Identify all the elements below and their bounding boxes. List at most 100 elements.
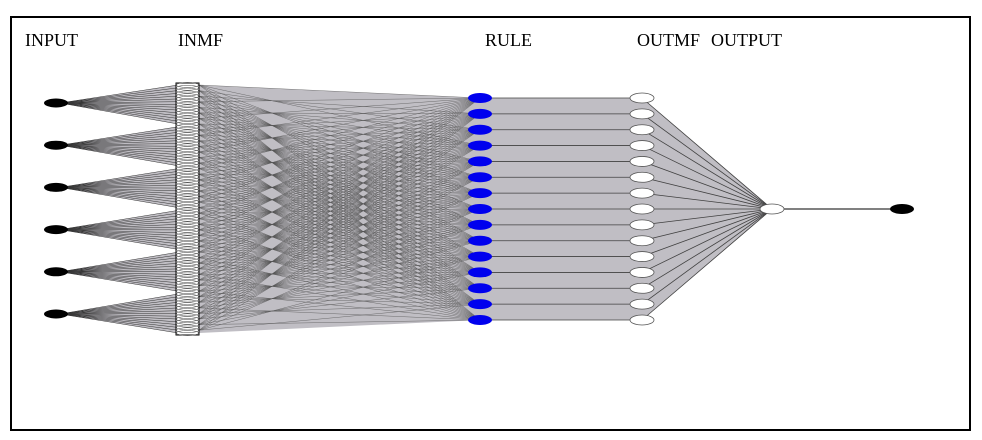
input-mf-edge bbox=[59, 84, 179, 104]
mf-rule-edge bbox=[198, 145, 481, 169]
inmf-node bbox=[176, 305, 199, 311]
outmf-output-edge bbox=[641, 208, 773, 305]
mf-rule-edge bbox=[198, 113, 481, 297]
inmf-node bbox=[176, 149, 199, 155]
input-mf-edge bbox=[59, 144, 179, 153]
input-mf-edge bbox=[59, 313, 179, 328]
input-mf-edge bbox=[59, 90, 179, 104]
outmf-node bbox=[629, 267, 655, 278]
mf-rule-edge bbox=[198, 177, 481, 325]
input-mf-edge bbox=[59, 134, 179, 146]
inmf-node bbox=[176, 165, 199, 172]
mf-rule-edge bbox=[198, 192, 481, 303]
input-mf-edge bbox=[59, 187, 179, 203]
input-mf-edge bbox=[59, 144, 179, 150]
inmf-node bbox=[176, 110, 199, 116]
input-mf-edge bbox=[59, 229, 179, 245]
inmf-node bbox=[176, 235, 199, 242]
input-mf-edge bbox=[59, 271, 179, 286]
inmf-node bbox=[176, 104, 199, 111]
mf-rule-edge bbox=[198, 303, 481, 314]
input-mf-edge bbox=[59, 251, 179, 273]
mf-rule-edge bbox=[198, 145, 481, 153]
mf-rule-edge bbox=[198, 177, 481, 309]
outmf-node bbox=[629, 140, 655, 151]
input-mf-edge bbox=[59, 98, 179, 104]
rule-node bbox=[468, 93, 492, 103]
mf-rule-edge bbox=[198, 90, 481, 130]
mf-rule-edge bbox=[198, 161, 481, 214]
outmf-output-edge bbox=[641, 208, 773, 257]
mf-rule-edge bbox=[198, 129, 481, 258]
mf-rule-edge bbox=[198, 107, 481, 178]
outmf-output-edge bbox=[641, 208, 773, 273]
input-mf-edge bbox=[59, 102, 179, 111]
mf-rule-edge bbox=[198, 192, 481, 253]
input-mf-edge bbox=[59, 229, 179, 247]
mf-rule-edge bbox=[198, 129, 481, 175]
input-mf-edge bbox=[59, 254, 179, 273]
input-mf-edge bbox=[59, 102, 179, 108]
input-mf-edge bbox=[59, 102, 179, 114]
inmf-node bbox=[176, 277, 199, 283]
input-mf-edge bbox=[59, 144, 179, 158]
input-mf-edge bbox=[59, 95, 179, 104]
mf-rule-edge bbox=[198, 192, 481, 236]
mf-rule-edge bbox=[198, 145, 481, 286]
mf-rule-edge bbox=[198, 145, 481, 303]
inmf-node bbox=[176, 268, 199, 275]
mf-rule-edge bbox=[198, 95, 481, 115]
input-mf-edge bbox=[59, 102, 179, 122]
mf-rule-edge bbox=[198, 95, 481, 162]
input-mf-edge bbox=[59, 313, 179, 331]
rule-node bbox=[468, 124, 492, 135]
mf-rule-edge bbox=[198, 145, 481, 253]
inmf-node bbox=[176, 160, 199, 166]
mf-rule-edge bbox=[198, 118, 481, 146]
inmf-node bbox=[176, 112, 199, 119]
rule-node bbox=[468, 267, 492, 278]
inmf-node bbox=[176, 118, 199, 124]
mf-rule-edge bbox=[198, 129, 481, 275]
input-mf-edge bbox=[59, 302, 179, 315]
mf-rule-edge bbox=[198, 129, 481, 292]
inmf-node bbox=[176, 135, 199, 141]
mf-rule-edge bbox=[198, 90, 481, 178]
outmf-output-edge bbox=[641, 113, 773, 210]
input-mf-edge bbox=[59, 143, 179, 146]
input-mf-edge bbox=[59, 187, 179, 194]
input-mf-edge bbox=[59, 271, 179, 275]
mf-rule-edge bbox=[198, 101, 481, 194]
input-mf-edge bbox=[59, 187, 179, 189]
outmf-node bbox=[629, 251, 655, 262]
input-mf-edge bbox=[59, 260, 179, 273]
rule-node bbox=[468, 140, 492, 151]
mf-rule-edge bbox=[198, 97, 481, 153]
rule-node bbox=[468, 156, 492, 167]
mf-rule-edge bbox=[198, 145, 481, 186]
input-mf-edge bbox=[59, 229, 179, 239]
inmf-node bbox=[176, 137, 199, 144]
label-rule: RULE bbox=[485, 30, 532, 50]
mf-rule-edge bbox=[198, 288, 481, 320]
mf-rule-edge bbox=[198, 113, 481, 247]
mf-rule-edge bbox=[198, 151, 481, 194]
inmf-node bbox=[176, 213, 199, 219]
mf-rule-edge bbox=[198, 97, 481, 320]
input-mf-edge bbox=[59, 271, 179, 292]
mf-rule-edge bbox=[198, 177, 481, 242]
outmf-node bbox=[629, 235, 655, 247]
input-mf-edge bbox=[59, 87, 179, 104]
mf-rule-edge bbox=[198, 224, 481, 325]
mf-rule-edge bbox=[198, 157, 481, 178]
outmf-node bbox=[629, 124, 655, 136]
inmf-node bbox=[176, 263, 199, 269]
inmf-node bbox=[176, 299, 199, 306]
mf-rule-edge bbox=[198, 161, 481, 164]
outmf-output-edge bbox=[641, 129, 773, 210]
mf-rule-edge bbox=[198, 134, 481, 146]
inmf-node bbox=[176, 316, 199, 322]
mf-rule-edge bbox=[198, 97, 481, 203]
mf-rule-edge bbox=[198, 113, 481, 147]
